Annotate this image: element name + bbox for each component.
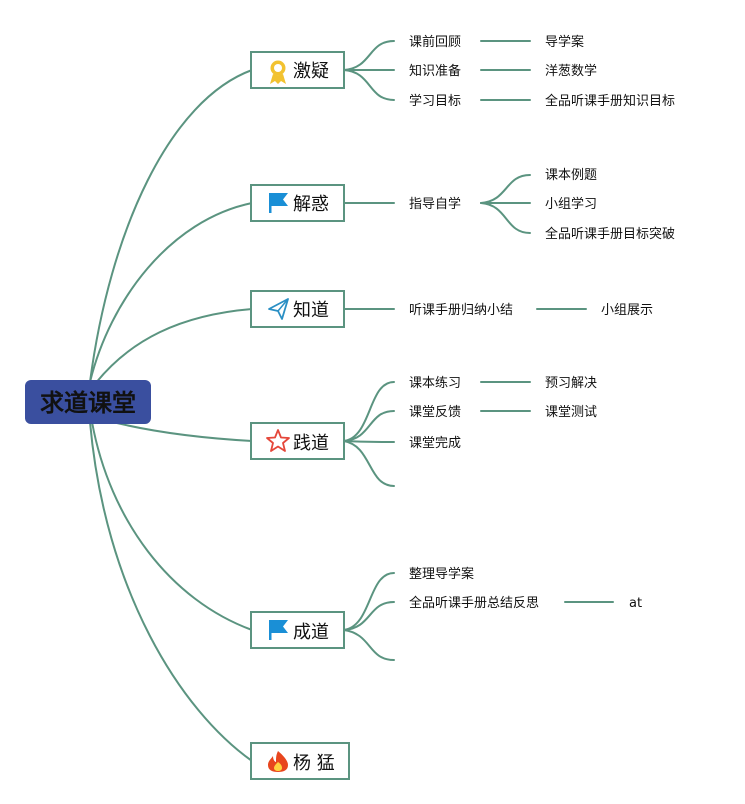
leaf-label[interactable]: 学习目标 <box>409 93 461 109</box>
flame-icon <box>268 751 288 772</box>
leaf-label[interactable]: 洋葱数学 <box>545 63 597 79</box>
root-node[interactable]: 求道课堂 <box>25 380 151 424</box>
leaf-label[interactable]: 课堂测试 <box>545 405 597 420</box>
branch-node-chengdao[interactable]: 成道 <box>250 611 345 649</box>
leaf-label[interactable]: 整理导学案 <box>409 566 474 582</box>
branch-node-jiehuo[interactable]: 解惑 <box>250 184 345 222</box>
root-label: 求道课堂 <box>40 389 136 417</box>
branch-label: 杨 猛 <box>293 753 335 774</box>
branch-label: 解惑 <box>293 194 329 215</box>
branch-box <box>250 51 345 89</box>
leaf-label[interactable]: 导学案 <box>545 34 584 50</box>
leaf-label[interactable]: 全品听课手册知识目标 <box>545 93 675 109</box>
leaf-label[interactable]: 预习解决 <box>545 376 597 391</box>
leaf-label[interactable]: 全品听课手册目标突破 <box>545 226 675 242</box>
branch-node-zhidao[interactable]: 知道 <box>250 290 345 328</box>
award-ribbon-icon <box>270 60 286 84</box>
branch-box <box>250 422 345 460</box>
branch-label: 激疑 <box>293 61 329 82</box>
branch-label: 践道 <box>293 433 329 454</box>
root-box <box>25 380 151 424</box>
leaf-label[interactable]: 课前回顾 <box>409 34 461 50</box>
branch-node-jiandao[interactable]: 践道 <box>250 422 345 460</box>
flag-icon <box>269 193 288 213</box>
branch-box <box>250 184 345 222</box>
branch-box <box>250 742 350 780</box>
leaf-nodes: 课前回顾 知识准备 学习目标 导学案 洋葱数学 全品听课手册知识目标 指导自学 … <box>409 34 675 611</box>
leaf-label[interactable]: 全品听课手册总结反思 <box>409 595 539 611</box>
paper-plane-icon <box>268 298 289 320</box>
leaf-label[interactable]: 指导自学 <box>409 196 461 212</box>
branch-label: 成道 <box>293 622 329 643</box>
flag-icon <box>269 620 288 640</box>
leaf-label[interactable]: 课堂完成 <box>409 436 461 451</box>
leaf-label[interactable]: at <box>629 596 642 611</box>
leaf-label[interactable]: 知识准备 <box>409 63 461 79</box>
branch-box <box>250 611 345 649</box>
leaf-label[interactable]: 听课手册归纳小结 <box>409 303 513 318</box>
leaf-label[interactable]: 课本练习 <box>409 376 461 391</box>
leaf-label[interactable]: 课堂反馈 <box>409 405 461 420</box>
branch-node-jiyi[interactable]: 激疑 <box>250 51 345 89</box>
leaf-label[interactable]: 小组展示 <box>601 303 653 318</box>
branch-box <box>250 290 345 328</box>
branch-label: 知道 <box>293 300 329 321</box>
branch-node-yangmeng[interactable]: 杨 猛 <box>250 742 350 780</box>
connector-lines <box>89 40 614 762</box>
leaf-label[interactable]: 课本例题 <box>545 168 597 183</box>
star-outline-icon <box>266 429 290 452</box>
leaf-label[interactable]: 小组学习 <box>545 196 597 212</box>
